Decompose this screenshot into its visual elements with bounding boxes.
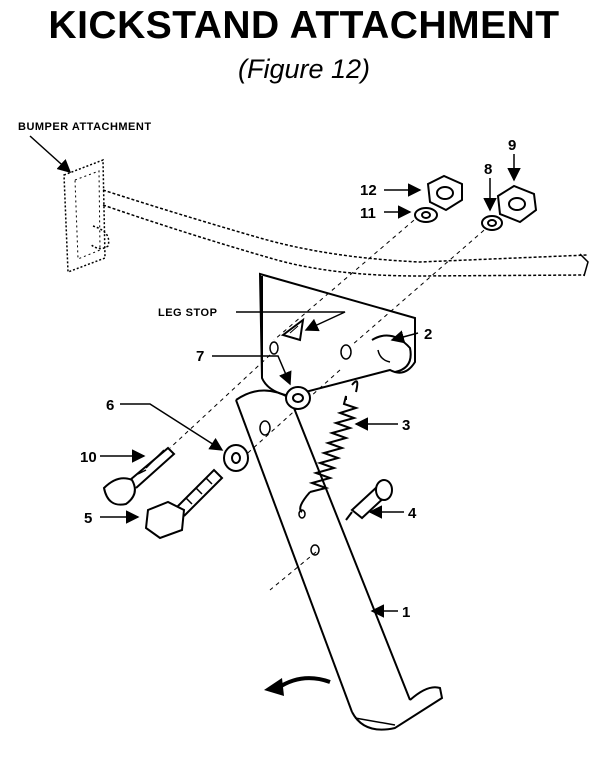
callout-6: 6: [106, 397, 114, 414]
diagram-subtitle: (Figure 12): [237, 54, 371, 84]
callout-3: 3: [402, 417, 410, 434]
kickstand-leg-part-1: [235, 389, 444, 731]
callout-1: 1: [402, 604, 410, 621]
bracket-part-2: [258, 272, 416, 398]
callout-5: 5: [84, 510, 92, 527]
callout-leaders: [29, 135, 521, 618]
clevis-pin-part-4: [345, 479, 393, 521]
nut-part-12: [426, 174, 463, 212]
bolt-part-10: [102, 446, 176, 506]
diagram-title: KICKSTAND ATTACHMENT: [48, 4, 560, 47]
washer-part-11: [414, 207, 438, 223]
callout-7: 7: [196, 348, 204, 365]
nut-part-7: [285, 386, 311, 410]
nut-part-9: [496, 184, 538, 224]
alignment-lines: [169, 214, 491, 591]
bolt-part-5: [144, 468, 224, 540]
leg-stop-label: LEG STOP: [158, 307, 217, 319]
rotation-arrow: [264, 676, 331, 696]
callout-4: 4: [408, 505, 417, 522]
callout-11: 11: [360, 205, 376, 222]
washer-part-6: [223, 444, 249, 472]
callout-10: 10: [80, 449, 97, 466]
callout-8: 8: [484, 161, 492, 178]
washer-part-8: [481, 215, 503, 231]
bumper-attachment-label: BUMPER ATTACHMENT: [18, 121, 152, 133]
callout-2: 2: [424, 326, 432, 343]
callout-12: 12: [360, 182, 377, 199]
callout-9: 9: [508, 137, 516, 154]
spring-part-3: [299, 380, 360, 513]
bumper-attachment: [63, 158, 589, 277]
